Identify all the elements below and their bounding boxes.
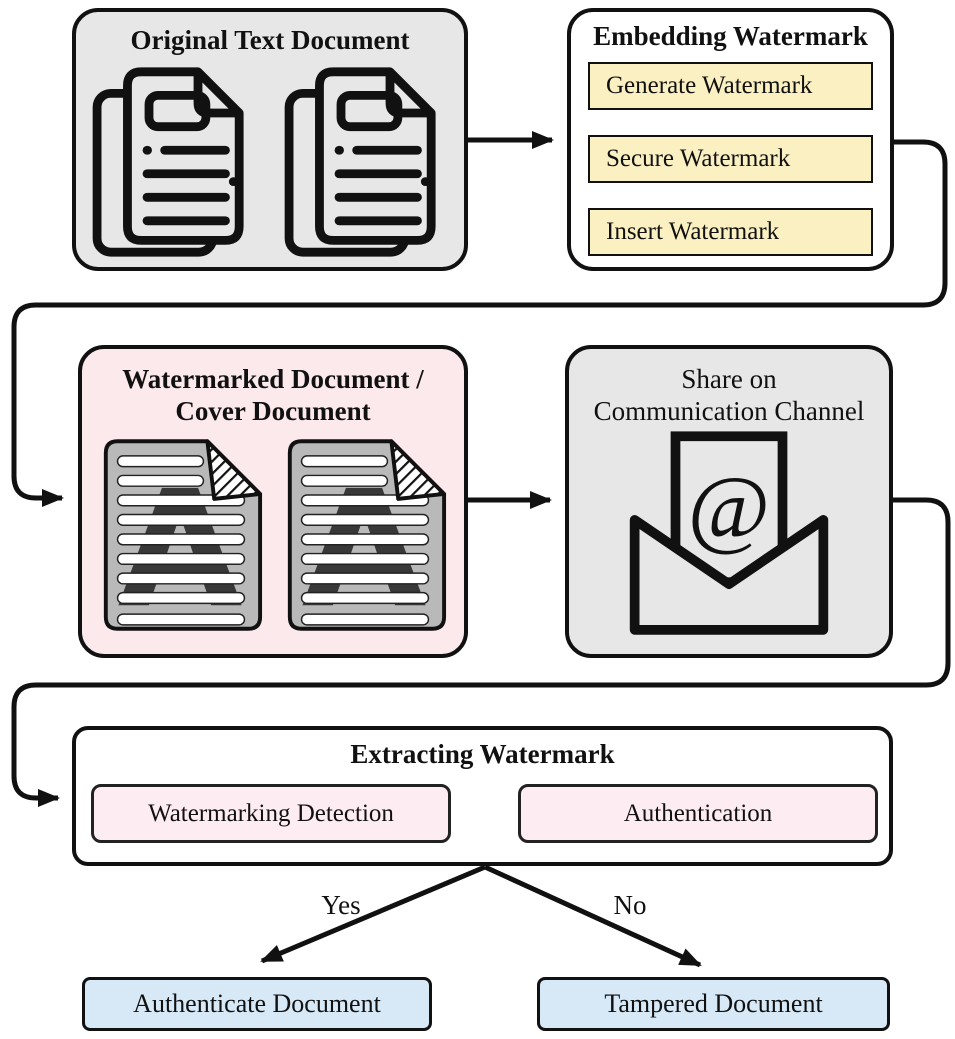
watermarked-document-icon: A [287, 439, 447, 633]
text-document-icon [284, 67, 436, 257]
share-title-line2: Communication Channel [593, 396, 865, 426]
extracting-watermark-box: Extracting Watermark Watermarking Detect… [72, 726, 893, 866]
folded-corner-hatch [389, 439, 447, 501]
at-symbol: @ [688, 458, 770, 557]
step-authentication: Authentication [518, 784, 878, 843]
watermarked-doc-icons: A [82, 437, 464, 633]
watermarked-document-title: Watermarked Document / Cover Document [82, 363, 464, 427]
connector-embedding-to-watermarked [11, 139, 948, 507]
watermarked-title-line2: Cover Document [175, 396, 371, 426]
step-watermarking-detection: Watermarking Detection [91, 784, 451, 843]
watermarked-document-box: Watermarked Document / Cover Document A [78, 345, 468, 658]
arrow-decision-no [483, 864, 702, 968]
original-doc-icons [76, 64, 464, 260]
extracting-watermark-title: Extracting Watermark [350, 739, 615, 769]
original-text-document-box: Original Text Document [72, 8, 468, 271]
step-generate-watermark: Generate Watermark [588, 62, 873, 110]
watermarked-title-line1: Watermarked Document / [122, 364, 424, 394]
embedding-watermark-box: Embedding Watermark Generate Watermark S… [567, 8, 894, 271]
step-secure-watermark: Secure Watermark [588, 135, 873, 183]
embedding-watermark-title: Embedding Watermark [593, 21, 868, 51]
text-document-icon [92, 67, 244, 257]
decision-no-label: No [613, 890, 647, 920]
arrow-decision-yes [260, 864, 486, 964]
folded-corner-hatch [205, 439, 263, 501]
share-title-line1: Share on [681, 364, 777, 394]
share-channel-title: Share on Communication Channel [569, 363, 889, 427]
share-channel-box: Share on Communication Channel @ [565, 345, 893, 658]
connector-share-to-extracting [11, 497, 951, 807]
step-insert-watermark: Insert Watermark [588, 208, 873, 256]
watermarked-document-icon: A [103, 439, 263, 633]
original-text-document-title: Original Text Document [130, 25, 410, 55]
authenticate-document-box: Authenticate Document [82, 977, 432, 1031]
decision-yes-label: Yes [321, 890, 361, 920]
tampered-document-box: Tampered Document [537, 977, 890, 1031]
email-envelope-icon: @ [629, 431, 829, 635]
